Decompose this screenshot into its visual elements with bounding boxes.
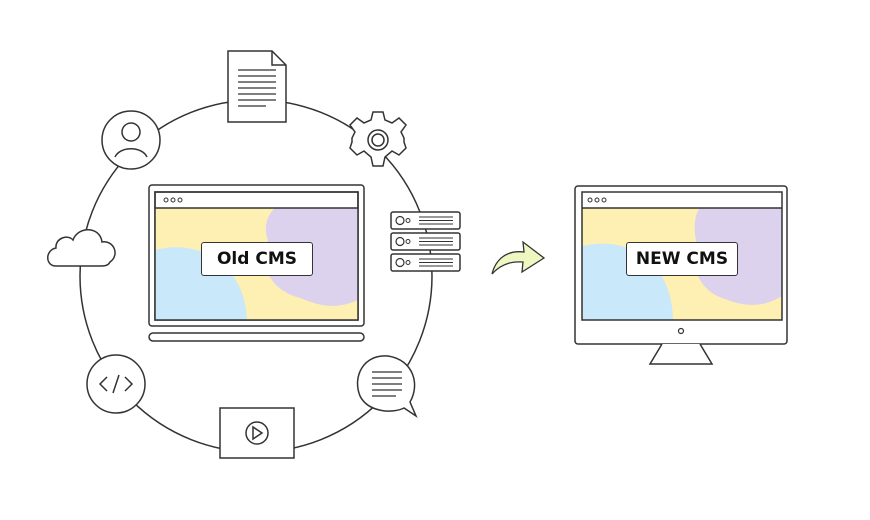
code-icon bbox=[86, 354, 146, 414]
cloud-icon bbox=[47, 229, 116, 267]
gear-icon bbox=[349, 111, 407, 167]
arrow-icon bbox=[491, 240, 546, 275]
old-cms-label: Old CMS bbox=[201, 242, 313, 276]
new-cms-label: NEW CMS bbox=[626, 242, 738, 276]
chat-icon bbox=[356, 355, 418, 419]
video-icon bbox=[219, 407, 295, 459]
server-icon bbox=[390, 211, 461, 272]
user-icon bbox=[101, 110, 161, 170]
document-icon bbox=[227, 50, 287, 123]
